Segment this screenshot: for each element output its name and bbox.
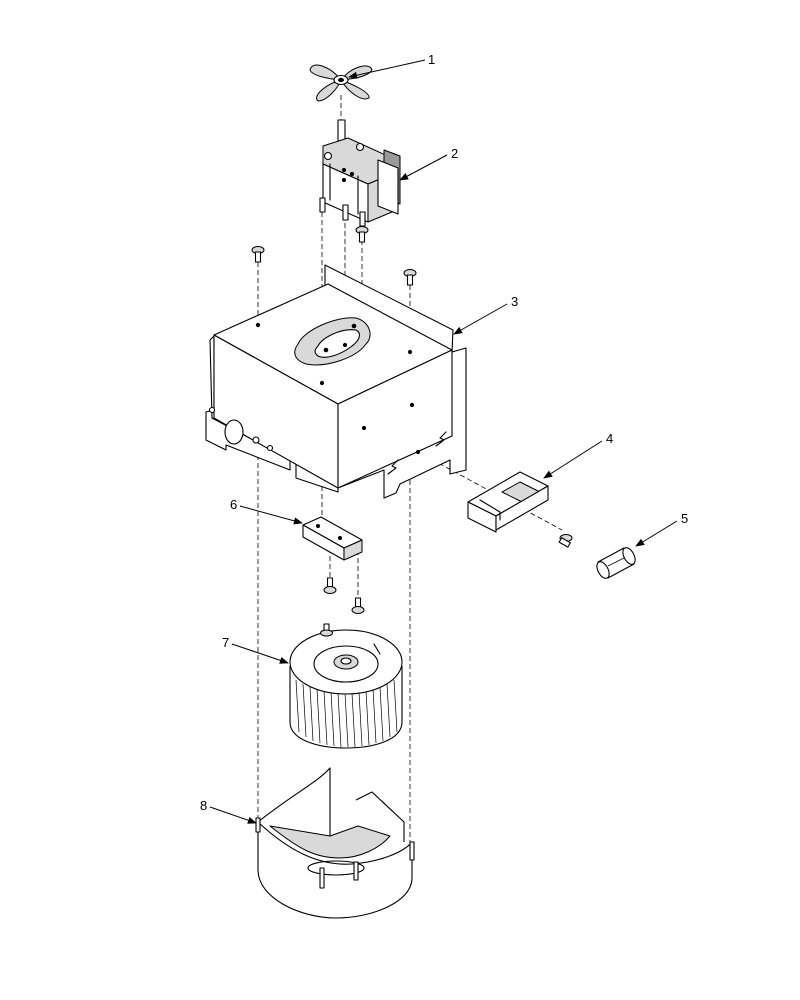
callout-8: 8 bbox=[200, 798, 257, 824]
terminal-block bbox=[302, 516, 363, 561]
callouts: 1 2 3 4 5 6 7 8 bbox=[200, 52, 688, 824]
motor bbox=[319, 119, 401, 227]
terminal-screws bbox=[323, 577, 365, 614]
callout-2: 2 bbox=[399, 146, 458, 181]
callout-7: 7 bbox=[222, 635, 289, 664]
callout-3: 3 bbox=[453, 294, 518, 335]
svg-text:1: 1 bbox=[428, 52, 435, 67]
motor-housing bbox=[205, 264, 467, 499]
terminal-screw-left bbox=[323, 577, 337, 594]
screw-top-right bbox=[403, 269, 417, 286]
callout-1: 1 bbox=[348, 52, 435, 79]
fuse bbox=[596, 547, 636, 579]
callout-4: 4 bbox=[543, 431, 613, 479]
screw-top-left bbox=[251, 246, 265, 263]
blower-scroll bbox=[255, 767, 415, 919]
callout-6: 6 bbox=[230, 497, 303, 525]
svg-text:7: 7 bbox=[222, 635, 229, 650]
callout-5: 5 bbox=[635, 511, 688, 547]
screw-top-mid bbox=[355, 226, 369, 243]
svg-text:6: 6 bbox=[230, 497, 237, 512]
fuse-holder-bracket bbox=[467, 471, 549, 533]
fuse-clip-screw bbox=[558, 534, 573, 548]
svg-text:5: 5 bbox=[681, 511, 688, 526]
blower-wheel bbox=[289, 623, 403, 749]
svg-text:4: 4 bbox=[606, 431, 613, 446]
svg-text:2: 2 bbox=[451, 146, 458, 161]
terminal-screw-right bbox=[351, 597, 365, 614]
svg-text:3: 3 bbox=[511, 294, 518, 309]
svg-text:8: 8 bbox=[200, 798, 207, 813]
